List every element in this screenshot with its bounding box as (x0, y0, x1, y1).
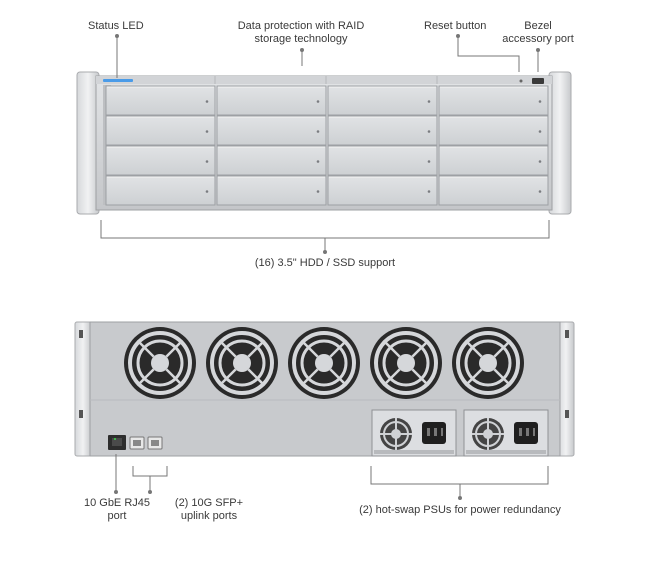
network-ports (108, 435, 163, 450)
cooling-fan (206, 327, 278, 399)
raid-text-2: storage technology (254, 33, 348, 45)
psu-text: (2) hot-swap PSUs for power redundancy (359, 504, 561, 516)
drive-led (538, 160, 542, 163)
drive-support-label: (16) 3.5" HDD / SSD support (220, 257, 430, 270)
cooling-fan (370, 327, 442, 399)
rj45-text-2: port (107, 510, 127, 522)
drive-bay[interactable] (327, 175, 438, 206)
status-led-text: Status LED (88, 20, 144, 32)
drive-bay[interactable] (105, 175, 216, 206)
rj45-text-1: 10 GbE RJ45 (83, 497, 151, 509)
front-top-strip (96, 76, 552, 84)
drive-bays (105, 85, 549, 206)
reset-button-text: Reset button (424, 20, 487, 32)
drive-bay[interactable] (216, 175, 327, 206)
power-supplies (371, 409, 549, 457)
cooling-fan (288, 327, 360, 399)
bezel-port-label: Bezel accessory port (500, 20, 576, 46)
front-leader-lines (100, 34, 550, 254)
drive-led (538, 100, 542, 103)
rear-fans (124, 327, 524, 399)
sfp-text-1: (2) 10G SFP+ (174, 497, 244, 509)
drive-bay[interactable] (216, 145, 327, 176)
drive-bay[interactable] (216, 85, 327, 116)
rj45-label: 10 GbE RJ45 port (82, 497, 152, 523)
reset-button (519, 79, 523, 83)
psu-label: (2) hot-swap PSUs for power redundancy (355, 504, 565, 517)
sfp-label: (2) 10G SFP+ uplink ports (170, 497, 248, 523)
drive-bay[interactable] (438, 145, 549, 176)
drive-led (316, 100, 320, 103)
raid-text-1: Data protection with RAID (237, 20, 365, 32)
drive-led (427, 190, 431, 193)
status-led (103, 79, 133, 82)
rear-leader-lines (114, 454, 549, 500)
drive-bay[interactable] (438, 85, 549, 116)
drive-bay[interactable] (438, 115, 549, 146)
drive-bay[interactable] (327, 115, 438, 146)
drive-led (316, 160, 320, 163)
drive-led (316, 130, 320, 133)
cooling-fan (452, 327, 524, 399)
drive-bay[interactable] (438, 175, 549, 206)
bezel-text-1: Bezel (524, 20, 552, 32)
drive-led (538, 130, 542, 133)
drive-bay[interactable] (327, 145, 438, 176)
sfp-text-2: uplink ports (180, 510, 238, 522)
drive-led (427, 160, 431, 163)
bezel-text-2: accessory port (502, 33, 574, 45)
drive-bay[interactable] (105, 115, 216, 146)
drive-led (427, 130, 431, 133)
power-supply-unit[interactable] (371, 409, 457, 457)
drive-led (316, 190, 320, 193)
drive-led (427, 100, 431, 103)
drive-bay[interactable] (105, 145, 216, 176)
power-supply-unit[interactable] (463, 409, 549, 457)
drive-support-text: (16) 3.5" HDD / SSD support (254, 257, 396, 269)
drive-bay[interactable] (105, 85, 216, 116)
drive-led (205, 160, 209, 163)
drive-led (538, 190, 542, 193)
drive-bay[interactable] (216, 115, 327, 146)
drive-led (205, 100, 209, 103)
drive-led (205, 190, 209, 193)
raid-label: Data protection with RAID storage techno… (226, 20, 376, 46)
bezel-accessory-port (532, 78, 544, 84)
drive-led (205, 130, 209, 133)
reset-button-label: Reset button (424, 20, 486, 33)
status-led-label: Status LED (88, 20, 144, 33)
cooling-fan (124, 327, 196, 399)
rear-left-ear (74, 321, 92, 457)
drive-bay[interactable] (327, 85, 438, 116)
